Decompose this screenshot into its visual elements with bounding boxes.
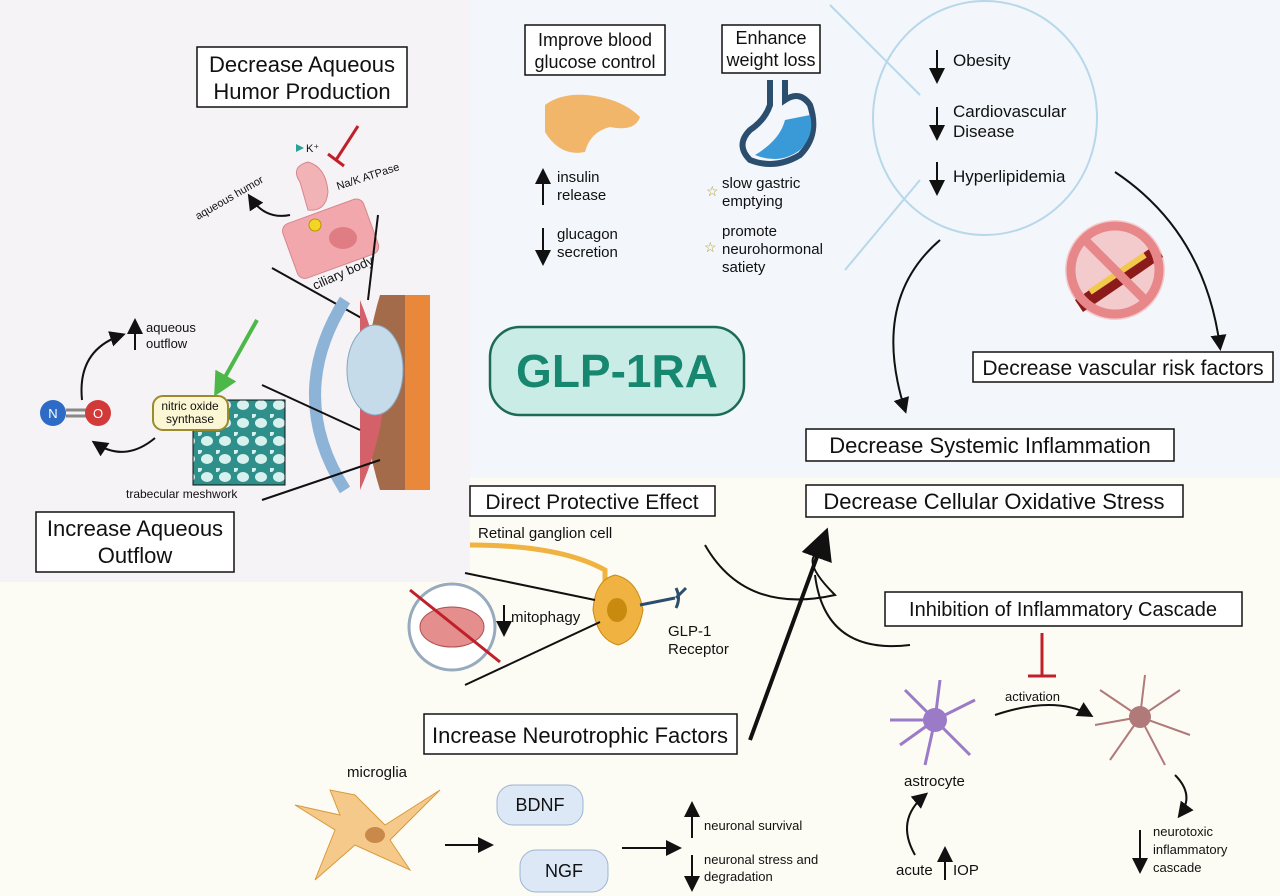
weight-title-box [721,24,821,74]
svg-text:inflammatory: inflammatory [1153,842,1228,857]
star-icon: ☆ [704,239,717,255]
stimulate-arrow-icon [214,319,259,397]
inflammatory-title-box [884,591,1243,627]
systemic-inflammation-title: Decrease Systemic Inflammation [829,433,1151,458]
vascular-risk-title: Decrease vascular risk factors [982,357,1263,380]
oxygen-atom-icon [85,400,111,426]
glp1ra-label: GLP-1RA [516,345,718,397]
cross-icon [409,588,501,664]
neurotrophic-title-box [423,713,738,755]
star-icon: ☆ [706,183,719,199]
inflammatory-group: Inhibition of Inflammatory Cascade activ… [884,591,1243,880]
svg-text:neurohormonal: neurohormonal [722,241,823,258]
risk-obesity: Obesity [953,51,1011,70]
mitophagy-label: mitophagy [511,609,581,626]
svg-text:neuronal stress and: neuronal stress and [704,852,818,867]
svg-text:O: O [93,406,103,421]
svg-text:satiety: satiety [722,259,766,276]
svg-text:degradation: degradation [704,869,773,884]
svg-text:Humor Production: Humor Production [213,79,390,104]
svg-text:GLP-1: GLP-1 [668,623,711,640]
svg-text:weight loss: weight loss [725,50,815,70]
svg-text:insulin: insulin [557,169,600,186]
svg-text:IOP: IOP [953,862,979,879]
aqueous-outflow-group: aqueous outflow N O nitric oxide synthas… [35,318,381,573]
direct-protective-title: Direct Protective Effect [485,491,698,514]
oxidative-stress-title: Decrease Cellular Oxidative Stress [823,489,1164,514]
svg-text:glucose control: glucose control [534,52,655,72]
pancreas-icon [545,94,640,153]
nitrogen-atom-icon [40,400,66,426]
oxidative-stress-box [805,484,1184,518]
svg-text:slow gastric: slow gastric [722,175,801,192]
glucose-title-box [524,24,666,76]
glucose-title: Improve blood [538,30,652,50]
risk-factors-group: Obesity Cardiovascular Disease Hyperlipi… [829,0,1274,414]
glp1-receptor-icon [674,586,688,609]
astrocyte-label: astrocyte [904,773,965,790]
svg-text:cascade: cascade [1153,860,1201,875]
svg-text:secretion: secretion [557,244,618,261]
aqueous-production-title: Decrease Aqueous [209,52,395,77]
bdnf-badge [496,784,584,826]
svg-text:NGF: NGF [545,861,583,881]
glucose-group: Improve blood glucose control insulin re… [524,24,666,266]
weight-group: Enhance weight loss ☆ slow gastric empty… [704,24,823,276]
direct-protective-title-box [469,485,716,517]
microglia-label: microglia [347,764,408,781]
trabecular-meshwork-label: trabecular meshwork [126,487,238,501]
glp1ra-center-badge [488,325,746,417]
svg-text:emptying: emptying [722,193,783,210]
systemic-inflammation-box [805,428,1175,462]
svg-text:acute: acute [896,862,933,879]
oxidative-arrow [748,527,832,741]
svg-text:Outflow: Outflow [98,543,173,568]
risk-factors-circle [872,0,1098,236]
svg-text:neurotoxic: neurotoxic [1153,824,1213,839]
svg-text:glucagon: glucagon [557,226,618,243]
vascular-risk-title-box [972,351,1274,383]
svg-text:BDNF: BDNF [516,795,565,815]
svg-text:outflow: outflow [146,336,188,351]
neurotrophic-group: Increase Neurotrophic Factors microglia … [294,713,818,893]
inflammatory-title: Inhibition of Inflammatory Cascade [909,599,1217,621]
svg-text:neuronal survival: neuronal survival [704,818,802,833]
aqueous-outflow-title-box [35,511,235,573]
neurotrophic-title: Increase Neurotrophic Factors [432,723,728,748]
risk-cardiovascular: Cardiovascular [953,102,1067,121]
nitric-oxide-synthase-badge [152,395,229,431]
ngf-badge [519,849,609,893]
eye-illustration [309,295,430,494]
direct-protective-group: Direct Protective Effect Retinal ganglio… [407,485,729,686]
aqueous-outflow-title: Increase Aqueous [47,516,223,541]
pump-icon [295,161,329,211]
svg-text:activation: activation [1005,689,1060,704]
potassium-icon [296,144,304,152]
rgc-label: Retinal ganglion cell [478,525,612,542]
svg-text:promote: promote [722,223,777,240]
svg-text:Receptor: Receptor [668,641,729,658]
svg-text:release: release [557,187,606,204]
aqueous-production-title-box [196,46,408,108]
risk-hyperlipidemia: Hyperlipidemia [953,167,1066,186]
aqueous-outflow-label: aqueous [146,320,196,335]
weight-title: Enhance [735,28,806,48]
potassium-label: K⁺ [306,143,319,155]
svg-text:synthase: synthase [166,412,214,426]
stomach-icon [739,80,817,167]
inhibit-icon [334,125,360,161]
svg-text:N: N [48,406,57,421]
svg-text:Disease: Disease [953,122,1014,141]
svg-text:nitric oxide: nitric oxide [161,399,219,413]
